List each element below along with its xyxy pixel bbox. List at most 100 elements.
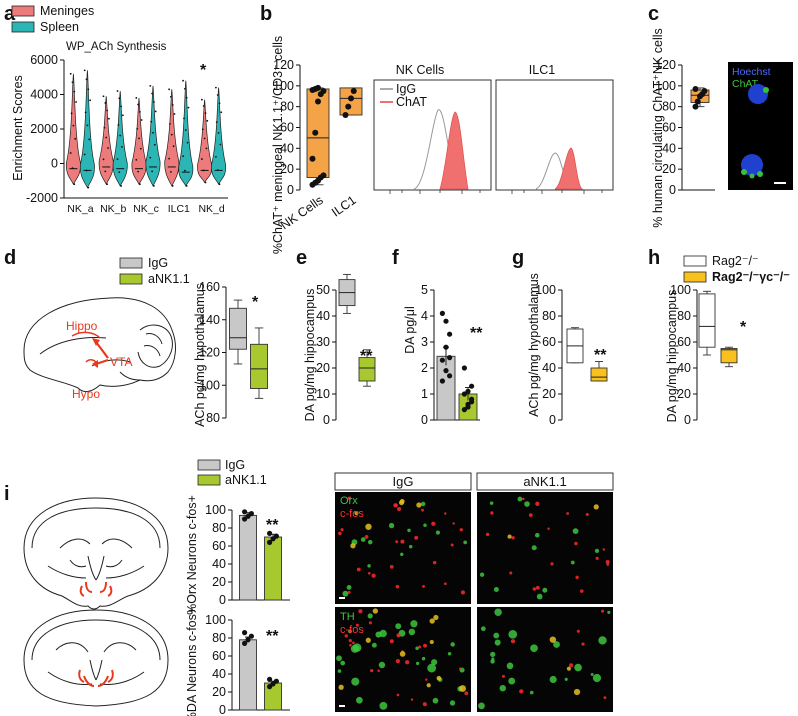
chart-a-dot (169, 123, 171, 125)
chart-c-ytick-label: 120 (655, 58, 676, 72)
chart-a-dot (84, 111, 87, 114)
chart-i-top-ytick-label: 80 (212, 521, 226, 535)
chart-a-dot (139, 147, 142, 150)
chart-f-sig: ** (470, 325, 483, 342)
chart-a-dot (83, 153, 86, 156)
micro-red-cell (569, 663, 574, 668)
chart-a-dot (215, 121, 218, 124)
chart-f-point (447, 331, 453, 337)
chart-a-violin-spleen (112, 91, 128, 187)
micro-green-cell (490, 651, 496, 658)
chart-a-sig: * (200, 62, 207, 79)
micro-green-cell (493, 632, 500, 639)
chart-a-dot (87, 88, 90, 91)
microscopy-cells (336, 496, 611, 710)
chart-a-dot (103, 126, 106, 129)
micro-yellow-cell (573, 688, 581, 696)
chart-a-dot (107, 147, 109, 149)
chart-a-dot (152, 131, 154, 134)
micro-green-cell (463, 540, 468, 545)
chart-i-bottom-point (242, 640, 248, 647)
chart-i-bottom-ytick-label: 40 (212, 667, 226, 681)
chart-g-sig: ** (594, 347, 607, 364)
micro-red-cell (603, 696, 607, 700)
micro-green-cell (410, 620, 418, 628)
legend-swatch-igg-i (197, 459, 221, 471)
chart-a-violin-meninges (164, 89, 180, 187)
micro-red-cell (395, 584, 400, 589)
micro-red-cell (574, 541, 578, 546)
micro-yellow-cell (433, 614, 439, 621)
chart-a-dot (122, 114, 124, 117)
micro-green-cell (494, 639, 501, 646)
chart-f-point (461, 407, 467, 413)
micro-green-cell (590, 672, 594, 677)
legend-label-rag2gc: Rag2⁻/⁻γc⁻/⁻ (712, 270, 790, 284)
micro-yellow-cell (429, 639, 434, 645)
chart-f-point (443, 344, 449, 350)
chart-f-point (439, 310, 445, 316)
chart-i-top-ylabel: %Orx Neurons c-fos+ (185, 495, 199, 615)
chart-c-point (694, 98, 701, 105)
chart-a-dot (182, 79, 185, 82)
stain-label-hoechst: Hoechst (732, 66, 771, 78)
chart-a-dot (216, 169, 219, 172)
chart-a-dot (171, 185, 174, 187)
chart-a-dot (121, 146, 123, 148)
micro-red-cell (432, 560, 437, 565)
micro-green-cell (407, 528, 411, 533)
chart-b-point (315, 84, 321, 91)
chart-a-dot (85, 169, 88, 172)
legend-swatch-ank-i (197, 474, 221, 486)
micro-red-cell (389, 564, 394, 569)
micro-red-cell (368, 621, 372, 625)
micro-red-cell (393, 503, 398, 508)
chart-a-dot (119, 134, 122, 137)
hist-frame-ilc1 (495, 79, 614, 191)
micro-green-cell (598, 636, 607, 645)
chart-f-point (443, 318, 449, 324)
chart-a-dot (106, 109, 108, 112)
micro-red-cell (566, 512, 570, 515)
micro-red-cell (595, 556, 599, 560)
stain-label-th: TH (340, 611, 355, 623)
micro-red-cell (395, 659, 400, 664)
sagittal-brain-drawing (23, 297, 176, 393)
micro-red-cell (485, 532, 490, 537)
chart-c-ytick-label: 0 (669, 183, 676, 197)
micro-green-cell (592, 673, 602, 683)
chart-a-dot (215, 155, 217, 158)
chart-i-top-bar (264, 536, 282, 601)
chart-a-dot (172, 145, 175, 148)
micro-red-cell (364, 535, 369, 539)
chart-a-dot (171, 104, 174, 106)
micro-red-cell (519, 689, 524, 694)
micro-red-cell (550, 562, 554, 566)
micro-red-cell (581, 642, 585, 646)
chart-b-point (309, 155, 316, 162)
micro-green-cell (420, 501, 426, 507)
micro-red-cell (602, 548, 606, 551)
chart-c-ylabel: % human circulating ChAT⁺NK cells (651, 28, 665, 228)
micro-red-cell (349, 643, 352, 647)
micro-red-cell (358, 609, 363, 614)
chart-a-dot (202, 105, 205, 107)
micro-green-cell (479, 572, 485, 577)
chart-i-top-sig: ** (266, 517, 279, 534)
chart-b-point (320, 172, 327, 179)
chart-a-dot (151, 170, 154, 173)
micro-green-cell (517, 496, 523, 502)
chart-d-sig: * (252, 294, 259, 311)
micro-yellow-cell (398, 500, 405, 506)
chart-a-dot (135, 158, 138, 161)
micro-yellow-cell (416, 502, 422, 508)
chart-c-point (701, 88, 708, 95)
chart-f-ytick-label: 0 (421, 413, 428, 427)
chart-e-ylabel: DA pg/mg hippocampus (303, 289, 317, 422)
micro-green-cell (478, 702, 485, 710)
hist-ticks (389, 190, 603, 194)
chart-h-box (720, 348, 738, 364)
chart-f-point (465, 388, 471, 394)
chart-e-ytick-label: 40 (316, 309, 330, 323)
